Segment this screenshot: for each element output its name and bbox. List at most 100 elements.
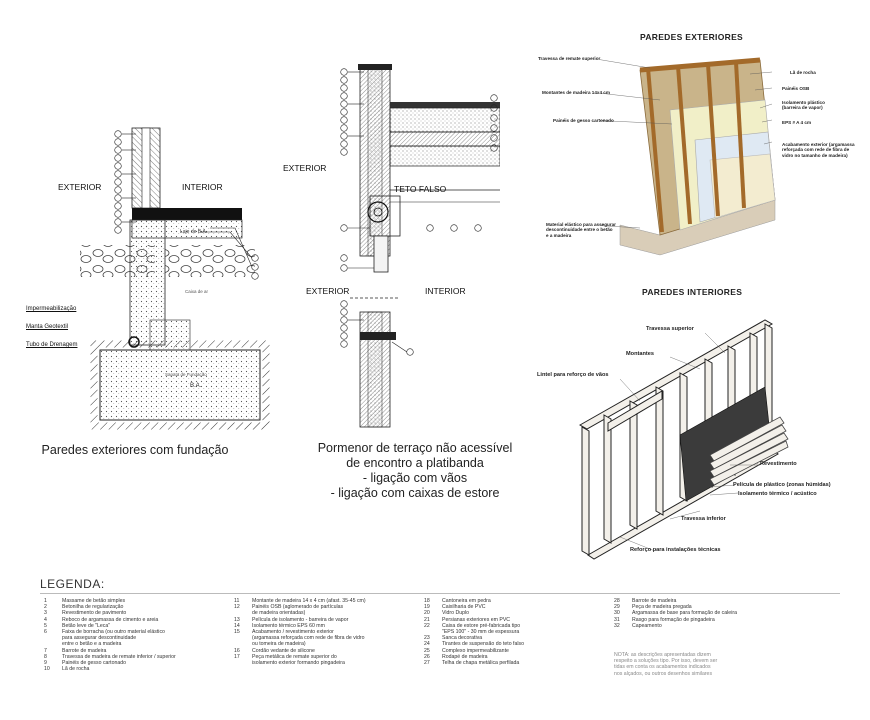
- legend-note: NOTA: as descrições apresentadas dizem r…: [614, 652, 717, 677]
- int-label-finish: Revestimento: [760, 461, 797, 467]
- legend-item-text: Rodapé de madeira: [442, 653, 488, 660]
- legend-item: isolamento exterior formando pingadeira: [234, 660, 366, 666]
- legend-item-number: 7: [44, 647, 47, 654]
- air-box-label: Caixa de ar: [185, 289, 209, 294]
- legend-item: para assegurar descontinuidade: [44, 635, 176, 641]
- int-walls-title: PAREDES INTERIORES: [642, 287, 743, 297]
- legend-item: 17 Peça metálica de remate superior do: [234, 654, 366, 660]
- legend-item-text: Isolamento térmico EPS 60 mm: [252, 622, 325, 629]
- legend-item-text: Peça metálica de remate superior do: [252, 653, 337, 660]
- ext-label-top-plate: Travessa de remate superior: [538, 56, 601, 61]
- legend-item-text: Capeamento: [632, 622, 662, 629]
- legend-item-text: Revestimento de pavimento: [62, 610, 127, 617]
- legend-item-text: Caixa de estore pré-fabricada tipo: [442, 622, 521, 629]
- legend-item-text: Lã de rocha: [62, 666, 90, 673]
- legend-item-text: Cordão vedante de silicone: [252, 647, 315, 654]
- legend-item-number: 24: [424, 641, 430, 648]
- ext-walls-title: PAREDES EXTERIORES: [640, 32, 744, 42]
- geotextile-label: Manta Geotextil: [26, 324, 69, 330]
- legend-item-text: Tirantes de suspensão do teto falso: [442, 641, 524, 648]
- legend-item-text: Barrote de madeira: [632, 598, 677, 604]
- legend-item-number: 27: [424, 660, 430, 667]
- legend-item: 16 Cordão vedante de silicone: [234, 648, 366, 654]
- legend-item-text: Painéis OSB (aglomerado de partículas: [252, 604, 344, 611]
- legend-item-number: 19: [424, 604, 430, 611]
- slab-label: Laje de B.A.: [180, 229, 207, 235]
- legend-item-text: Cantoneira em pedra: [442, 598, 491, 604]
- ext-label-studs: Montantes de madeira 14x4 cm: [542, 90, 610, 95]
- int-label-plastic-film: Película de plástico (zonas húmidas): [733, 482, 831, 488]
- legend-item-number: 30: [614, 610, 620, 617]
- legend-item: "EPS 100" - 30 mm de espessura: [424, 629, 524, 635]
- legend-item-text: Acabamento / revestimento exterior: [252, 629, 334, 636]
- legend-item: 15 Acabamento / revestimento exterior: [234, 629, 366, 635]
- legend-item-number: 4: [44, 616, 47, 623]
- legend-item-number: 23: [424, 635, 430, 642]
- d2-caption-line-4: - ligação com caixas de estore: [330, 486, 500, 500]
- legend-note-line: NOTA: as descrições apresentadas dizem: [614, 652, 711, 658]
- legend-item: 21 Persianas exteriores em PVC: [424, 617, 524, 623]
- legend-item-number: 8: [44, 653, 47, 660]
- legend-item-text: Reboco de argamassa de cimento e areia: [62, 616, 159, 623]
- legend-item: 4 Reboco de argamassa de cimento e areia: [44, 617, 176, 623]
- legend-item: de madeira orientadas): [234, 610, 366, 616]
- legend-item-number: 21: [424, 616, 430, 623]
- legend-item: 26 Rodapé de madeira: [424, 654, 524, 660]
- drain-pipe-label: Tubo de Drenagem: [26, 342, 78, 348]
- legend-item-text: Travessa de madeira de remate inferior /…: [62, 653, 176, 660]
- legend-item-number: 25: [424, 647, 430, 654]
- legend-item-text: Persianas exteriores em PVC: [442, 616, 511, 623]
- legend-item-text: Betonilha de regularização: [62, 604, 124, 611]
- legend-item-text: ou tomeira de madeira): [252, 641, 306, 648]
- d2-exterior-top-label: EXTERIOR: [283, 163, 327, 173]
- int-label-insulation: Isolamento térmico / acústico: [738, 491, 817, 497]
- legend-item-number: 16: [234, 647, 240, 654]
- legend-item-number: 14: [234, 622, 240, 629]
- ext-label-vapor-barrier: Isolamento plástico (barreira de vapor): [782, 100, 825, 111]
- legend-title: LEGENDA:: [40, 577, 105, 591]
- int-label-lintel: Lintel para reforço de vãos: [537, 372, 609, 378]
- legend-item-number: 15: [234, 629, 240, 636]
- ext-label-finish: Acabamento exterior (argamassa reforçada…: [782, 142, 855, 158]
- d2-exterior-bottom-label: EXTERIOR: [306, 286, 350, 296]
- ext-label-elastic: Material elástico para assegurar descont…: [546, 222, 616, 238]
- legend-item: entre o betão e a madeira: [44, 641, 176, 647]
- legend-item-number: 26: [424, 653, 430, 660]
- legend-item-number: 5: [44, 622, 47, 629]
- legend-item-text: Barrote de madeira: [62, 647, 107, 654]
- d2-caption-line-1: Pormenor de terraço não acessível: [317, 441, 513, 455]
- legend-item-number: 17: [234, 653, 240, 660]
- concrete-label: B.A.: [190, 383, 202, 389]
- legend-item-number: 29: [614, 604, 620, 611]
- legend-item-text: Peça de madeira pregada: [632, 604, 692, 611]
- legend-note-line: tidas em conta os acabamentos indicados: [614, 664, 711, 671]
- legend-item-text: Montante de madeira 14 x 4 cm (afast. 35…: [252, 598, 366, 604]
- int-label-bottom-plate: Travessa inferior: [681, 516, 726, 522]
- legend-item-number: 1: [44, 598, 47, 604]
- legend-item-number: 12: [234, 604, 240, 611]
- legend-item-text: Película de isolamento - barreira de vap…: [252, 616, 349, 623]
- ext-label-rockwool: Lã de rocha: [790, 70, 816, 75]
- ext-label-gypsum: Painéis de gesso cartonado: [553, 118, 614, 123]
- d1-exterior-label: EXTERIOR: [58, 182, 102, 192]
